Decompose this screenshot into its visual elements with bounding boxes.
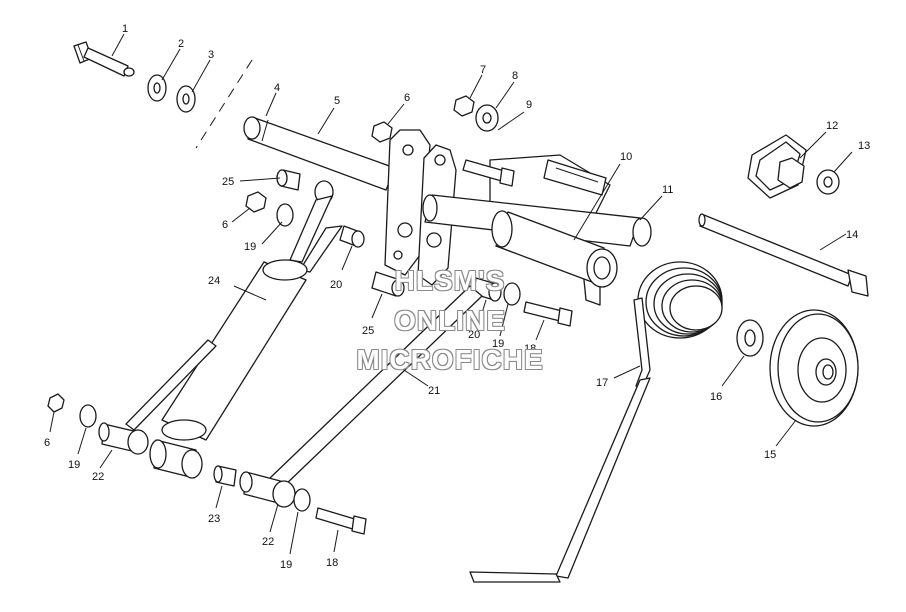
shock-absorber-part-24 <box>161 180 343 441</box>
nut-part-6-left <box>245 191 267 213</box>
washer-hole <box>153 82 161 94</box>
washer-hole <box>744 329 756 347</box>
callout-4: 4 <box>274 82 280 94</box>
callout-10: 10 <box>620 151 632 163</box>
callout-13: 13 <box>858 140 870 152</box>
eye-bushing-shock-lower <box>149 439 203 479</box>
callout-14: 14 <box>846 229 858 241</box>
callout-6-left: 6 <box>222 219 228 231</box>
callout-23: 23 <box>208 513 220 525</box>
callout-1: 1 <box>122 23 128 35</box>
bolt-part-18-upper <box>523 301 573 327</box>
callout-19-bottom: 19 <box>280 559 292 571</box>
bushing-part-20-upper <box>339 225 365 248</box>
bushing-part-25-lower <box>371 271 405 297</box>
bolt-part-9 <box>462 159 515 187</box>
nut-part-6-lower <box>47 393 65 413</box>
callout-22-right: 22 <box>262 536 274 548</box>
callout-21: 21 <box>428 385 440 397</box>
washer-part-19-top <box>276 203 294 227</box>
callout-6-lower: 6 <box>44 437 50 449</box>
washer-part-19-lower <box>79 404 97 428</box>
washer-part-19-bottom <box>293 488 311 512</box>
washer-hole <box>823 176 833 188</box>
callout-12: 12 <box>826 120 838 132</box>
callout-11: 11 <box>662 184 673 196</box>
axis-dash-line <box>195 59 253 149</box>
callout-2: 2 <box>178 38 184 50</box>
bracket-plate-rear <box>384 129 431 276</box>
callout-19-top: 19 <box>244 241 256 253</box>
callout-16: 16 <box>710 391 722 403</box>
callout-17: 17 <box>596 377 608 389</box>
callout-19-mid: 19 <box>492 338 504 350</box>
callout-15: 15 <box>764 449 776 461</box>
tube-part-10 <box>491 210 618 288</box>
bushing-part-23 <box>213 465 237 487</box>
slider-block-part-12 <box>747 134 807 199</box>
bushing-part-22-left <box>98 422 149 455</box>
callout-5: 5 <box>334 95 340 107</box>
idler-wheel-part-15 <box>769 309 859 427</box>
callout-25-top: 25 <box>222 176 234 188</box>
callout-18-lower: 18 <box>326 557 338 569</box>
callout-3: 3 <box>208 49 214 61</box>
callout-20-upper: 20 <box>330 279 342 291</box>
callout-19-lower: 19 <box>68 459 80 471</box>
callout-20-mid: 20 <box>468 329 480 341</box>
leader-lines <box>49 33 853 555</box>
torsion-spring-part-17 <box>469 261 723 583</box>
bolt-part-1 <box>73 41 135 77</box>
callout-labels: 1 2 3 4 5 6 7 8 9 10 11 12 13 14 25 6 19… <box>44 23 870 571</box>
bushing-part-25-top <box>276 169 301 191</box>
callout-8: 8 <box>512 70 518 82</box>
washer-part-19-mid <box>503 282 521 306</box>
nut-part-6 <box>371 121 393 143</box>
callout-18-upper: 18 <box>524 343 536 355</box>
bushing-part-22-right <box>239 471 296 508</box>
shaft-part-5 <box>243 116 396 191</box>
callout-25-lower: 25 <box>362 325 374 337</box>
washer-hole <box>182 93 190 105</box>
callout-9: 9 <box>526 99 532 111</box>
callout-22-left: 22 <box>92 471 104 483</box>
callout-7: 7 <box>480 64 486 76</box>
callout-6-top: 6 <box>404 92 410 104</box>
nut-part-7 <box>453 95 475 117</box>
bolt-part-18-lower <box>315 507 367 535</box>
washer-hole <box>482 112 492 124</box>
callout-24: 24 <box>208 275 220 287</box>
long-bolt-part-14 <box>698 213 869 297</box>
